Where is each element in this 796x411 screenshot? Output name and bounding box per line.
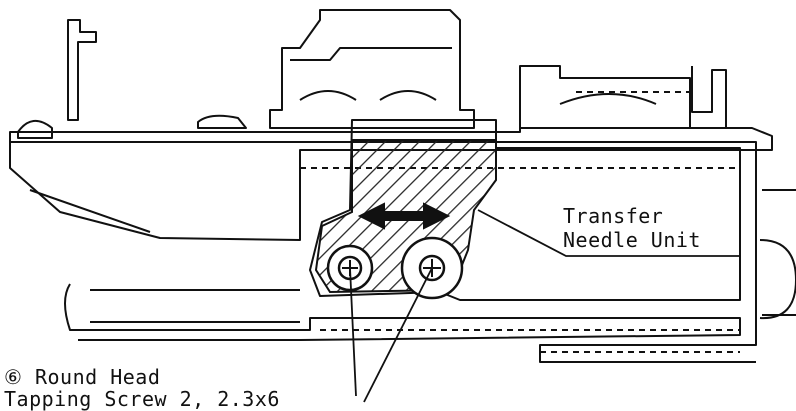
lower-bar: [64, 283, 741, 341]
transfer-label-line1: Transfer: [563, 204, 664, 228]
movement-arrow: [357, 202, 451, 230]
transfer-leader: [477, 209, 740, 257]
left-post: [67, 19, 97, 121]
transfer-label-line2: Needle Unit: [563, 228, 701, 252]
screw-label-line2: Tapping Screw 2, 2.3x6: [4, 387, 280, 411]
right-block: [519, 65, 691, 129]
main-body: [9, 142, 757, 363]
screw-label-line1: ⑥ Round Head: [4, 365, 161, 389]
left-dome: [17, 120, 53, 139]
screw-leaders: [349, 267, 433, 403]
upper-block: [269, 9, 475, 129]
right-wheel: [759, 239, 796, 320]
